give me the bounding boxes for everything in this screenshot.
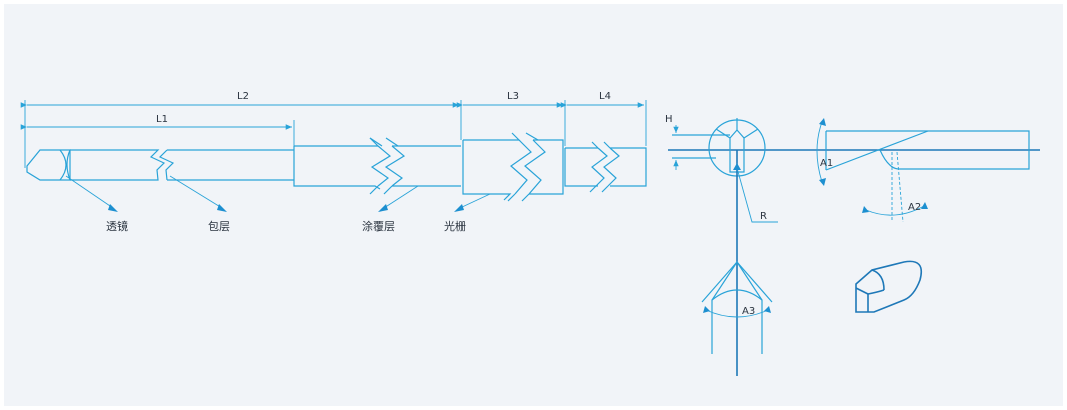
label-r: R [760, 211, 767, 222]
label-l3: L3 [507, 91, 519, 102]
dimension-l2 [20, 100, 462, 168]
callout-coating-arrow [378, 185, 419, 212]
fiber-grating [462, 132, 564, 202]
fiber-cladding [69, 149, 294, 181]
callout-cladding-arrow [169, 175, 227, 212]
fiber-lens-tip [26, 149, 71, 181]
label-l1: L1 [156, 114, 168, 125]
diagram-panel: L2 L1 L3 L4 [4, 4, 1063, 406]
angled-side-view [816, 118, 1030, 223]
bevel-front-view [701, 260, 773, 354]
end-view [668, 118, 1040, 376]
caption-coating: 涂覆层 [362, 219, 395, 233]
caption-grating: 光栅 [444, 219, 466, 233]
fiber-tail [564, 141, 647, 193]
tip-3d-sketch [855, 260, 923, 313]
label-l4: L4 [599, 91, 611, 102]
callout-lens-arrow [65, 175, 118, 212]
fiber-probe-diagram: L2 L1 L3 L4 [20, 91, 1040, 376]
label-l2: L2 [237, 91, 249, 102]
caption-lens: 透镜 [106, 219, 128, 233]
callout-grating-arrow [454, 193, 491, 212]
fiber-coating [293, 137, 461, 195]
dimension-l1 [20, 120, 295, 146]
label-a3: A3 [742, 306, 755, 317]
label-a2: A2 [908, 202, 921, 213]
dimension-l3 [456, 100, 566, 146]
dimension-l4 [560, 100, 647, 146]
caption-cladding: 包层 [208, 220, 230, 233]
label-h: H [665, 114, 673, 125]
label-a1: A1 [820, 158, 833, 169]
